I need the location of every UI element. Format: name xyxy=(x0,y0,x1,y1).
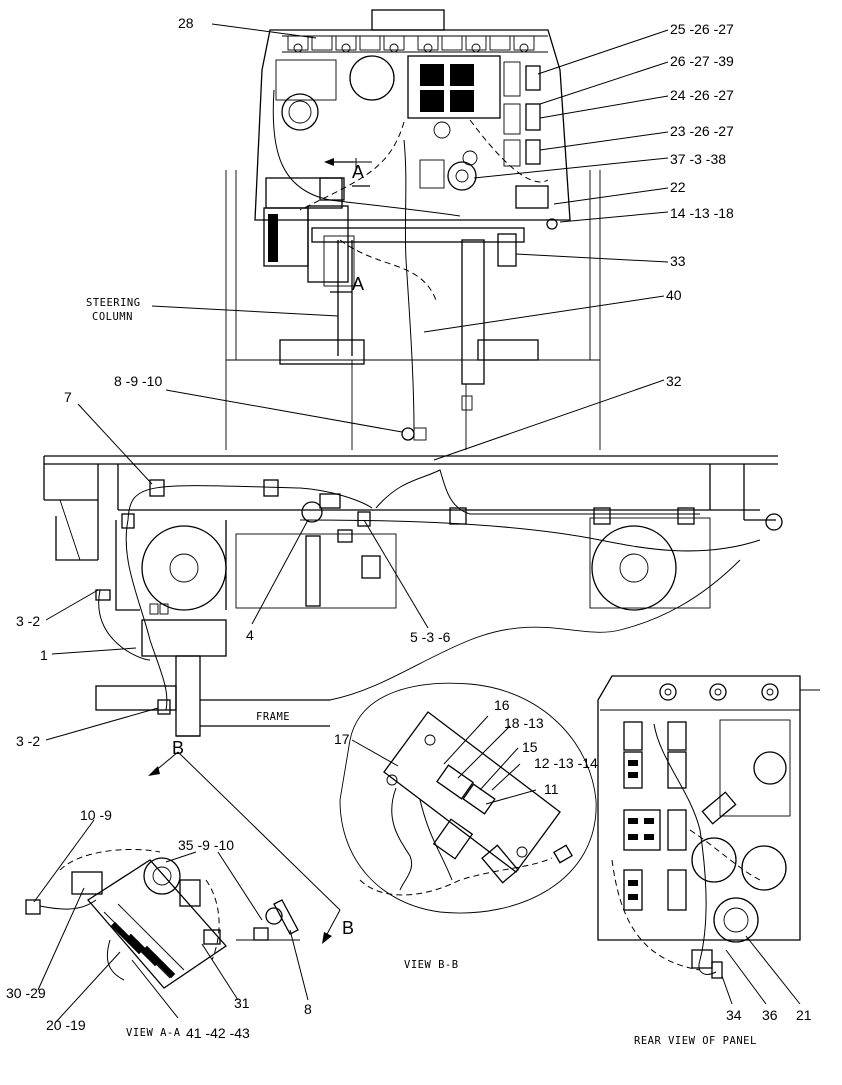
cab-body xyxy=(225,170,601,450)
callout-37-3-38: 37 -3 -38 xyxy=(670,151,726,167)
callout-3-2-lower: 3 -2 xyxy=(16,733,40,749)
callout-40: 40 xyxy=(666,287,682,303)
section-a-top: A xyxy=(352,162,364,182)
instrument-panel xyxy=(254,9,571,431)
view-a-a-detail xyxy=(25,848,300,989)
callout-34: 34 xyxy=(726,1007,742,1023)
callout-21: 21 xyxy=(796,1007,812,1023)
callout-41-42-43: 41 -42 -43 xyxy=(186,1025,250,1041)
callout-11: 11 xyxy=(544,781,559,797)
callout-32: 32 xyxy=(666,373,682,389)
view-a-a-label: VIEW A-A xyxy=(126,1027,181,1039)
section-b-top: B xyxy=(172,738,184,758)
rear-view-label: REAR VIEW OF PANEL xyxy=(634,1035,757,1047)
callout-23-26-27: 23 -26 -27 xyxy=(670,123,734,139)
steering-column-label-1: STEERING xyxy=(86,297,141,309)
view-b-b-detail xyxy=(339,682,597,914)
section-a-bottom: A xyxy=(352,274,364,294)
callout-36: 36 xyxy=(762,1007,778,1023)
callout-3-2-upper: 3 -2 xyxy=(16,613,40,629)
callout-1: 1 xyxy=(40,647,48,663)
callout-8-9-10: 8 -9 -10 xyxy=(114,373,162,389)
callout-labels: 28 25 -26 -27 26 -27 -39 24 -26 -27 23 -… xyxy=(6,15,812,1047)
callout-22: 22 xyxy=(670,179,686,195)
callout-26-27-39: 26 -27 -39 xyxy=(670,53,734,69)
callout-28: 28 xyxy=(178,15,194,31)
callout-7: 7 xyxy=(64,389,72,405)
callout-5-3-6: 5 -3 -6 xyxy=(410,629,451,645)
callout-24-26-27: 24 -26 -27 xyxy=(670,87,734,103)
callout-17: 17 xyxy=(334,731,350,747)
callout-25-26-27: 25 -26 -27 xyxy=(670,21,734,37)
chassis-frame xyxy=(43,455,783,737)
callout-8: 8 xyxy=(304,1001,312,1017)
steering-column-label-2: COLUMN xyxy=(92,311,133,323)
callout-31: 31 xyxy=(234,995,250,1011)
callout-33: 33 xyxy=(670,253,686,269)
callout-30-29: 30 -29 xyxy=(6,985,46,1001)
leader-lines xyxy=(33,23,801,1023)
view-b-b-label: VIEW B-B xyxy=(404,959,459,971)
rear-view-of-panel xyxy=(597,675,820,979)
callout-14-13-18: 14 -13 -18 xyxy=(670,205,734,221)
callout-16: 16 xyxy=(494,697,510,713)
callout-15: 15 xyxy=(522,739,538,755)
section-b-bottom: B xyxy=(342,918,354,938)
callout-4: 4 xyxy=(246,627,254,643)
section-marks xyxy=(148,158,370,944)
callout-10-9: 10 -9 xyxy=(80,807,112,823)
callout-35-9-10: 35 -9 -10 xyxy=(178,837,234,853)
callout-12-13-14: 12 -13 -14 xyxy=(534,755,598,771)
callout-18-13: 18 -13 xyxy=(504,715,544,731)
callout-20-19: 20 -19 xyxy=(46,1017,86,1033)
frame-label: FRAME xyxy=(256,711,290,723)
